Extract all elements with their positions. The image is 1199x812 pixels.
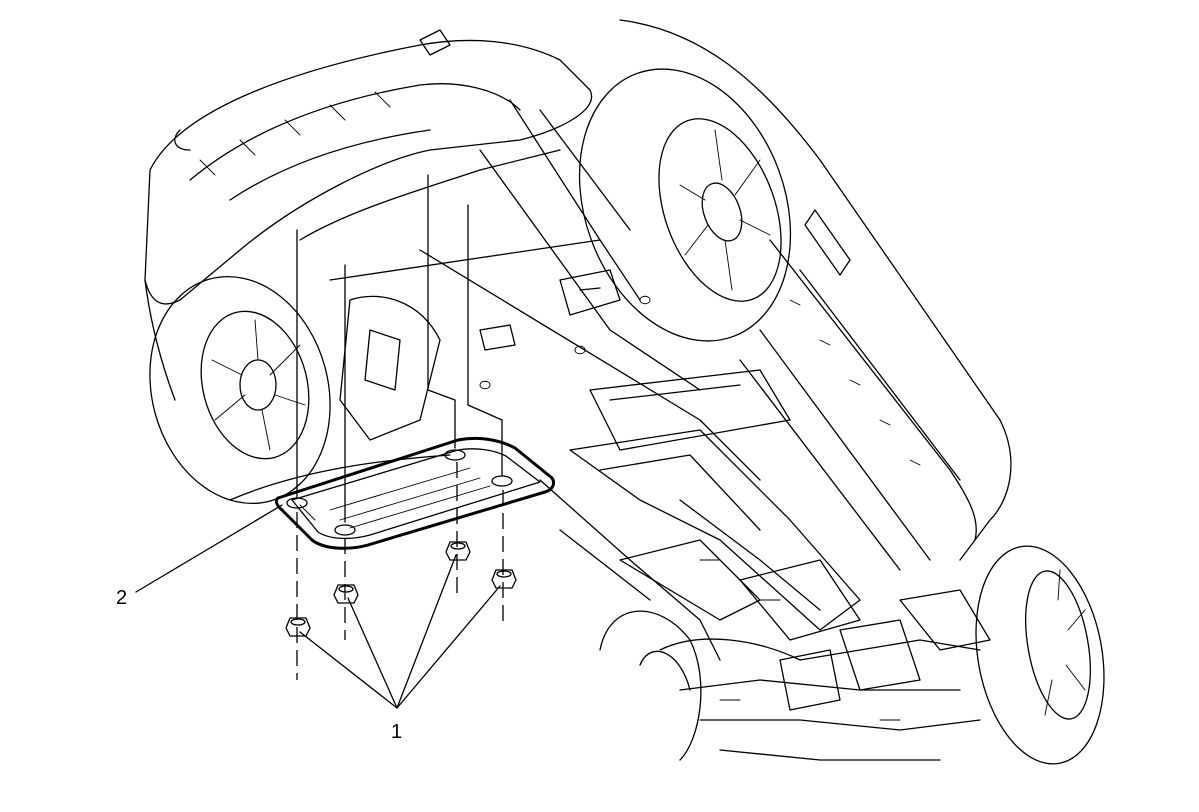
rear-bumper xyxy=(144,29,593,305)
panel-mount-holes xyxy=(286,449,513,536)
leader-line-1c xyxy=(396,554,457,709)
alignment-lines xyxy=(296,174,503,523)
hole-3 xyxy=(444,449,466,461)
underbody-shield-panel xyxy=(274,436,556,550)
callout-label-1: 1 xyxy=(391,721,402,743)
front-left-tire xyxy=(599,610,702,761)
hole-2 xyxy=(334,524,356,536)
nut-3 xyxy=(445,541,471,561)
front-right-tire xyxy=(975,545,1105,765)
fastener-nuts xyxy=(285,541,517,637)
fastener-dashed-lines xyxy=(296,462,504,680)
leader-line-1b xyxy=(347,597,398,709)
alignment-line-4 xyxy=(467,204,503,476)
leader-line-1a xyxy=(299,631,398,709)
underbody-floor xyxy=(299,99,991,761)
leader-line-2 xyxy=(135,504,283,593)
leader-line-1d xyxy=(396,585,501,709)
callout-label-2: 2 xyxy=(116,587,127,609)
alignment-line-3 xyxy=(427,174,456,449)
leader-lines xyxy=(135,504,501,709)
nut-2 xyxy=(333,584,359,604)
nut-1 xyxy=(285,617,311,637)
hole-4 xyxy=(491,475,513,487)
left-body-edge xyxy=(144,279,451,501)
body-side-sill xyxy=(619,19,1012,571)
nut-4 xyxy=(491,569,517,589)
rear-left-tire xyxy=(149,275,331,505)
rear-right-tire xyxy=(578,68,792,342)
